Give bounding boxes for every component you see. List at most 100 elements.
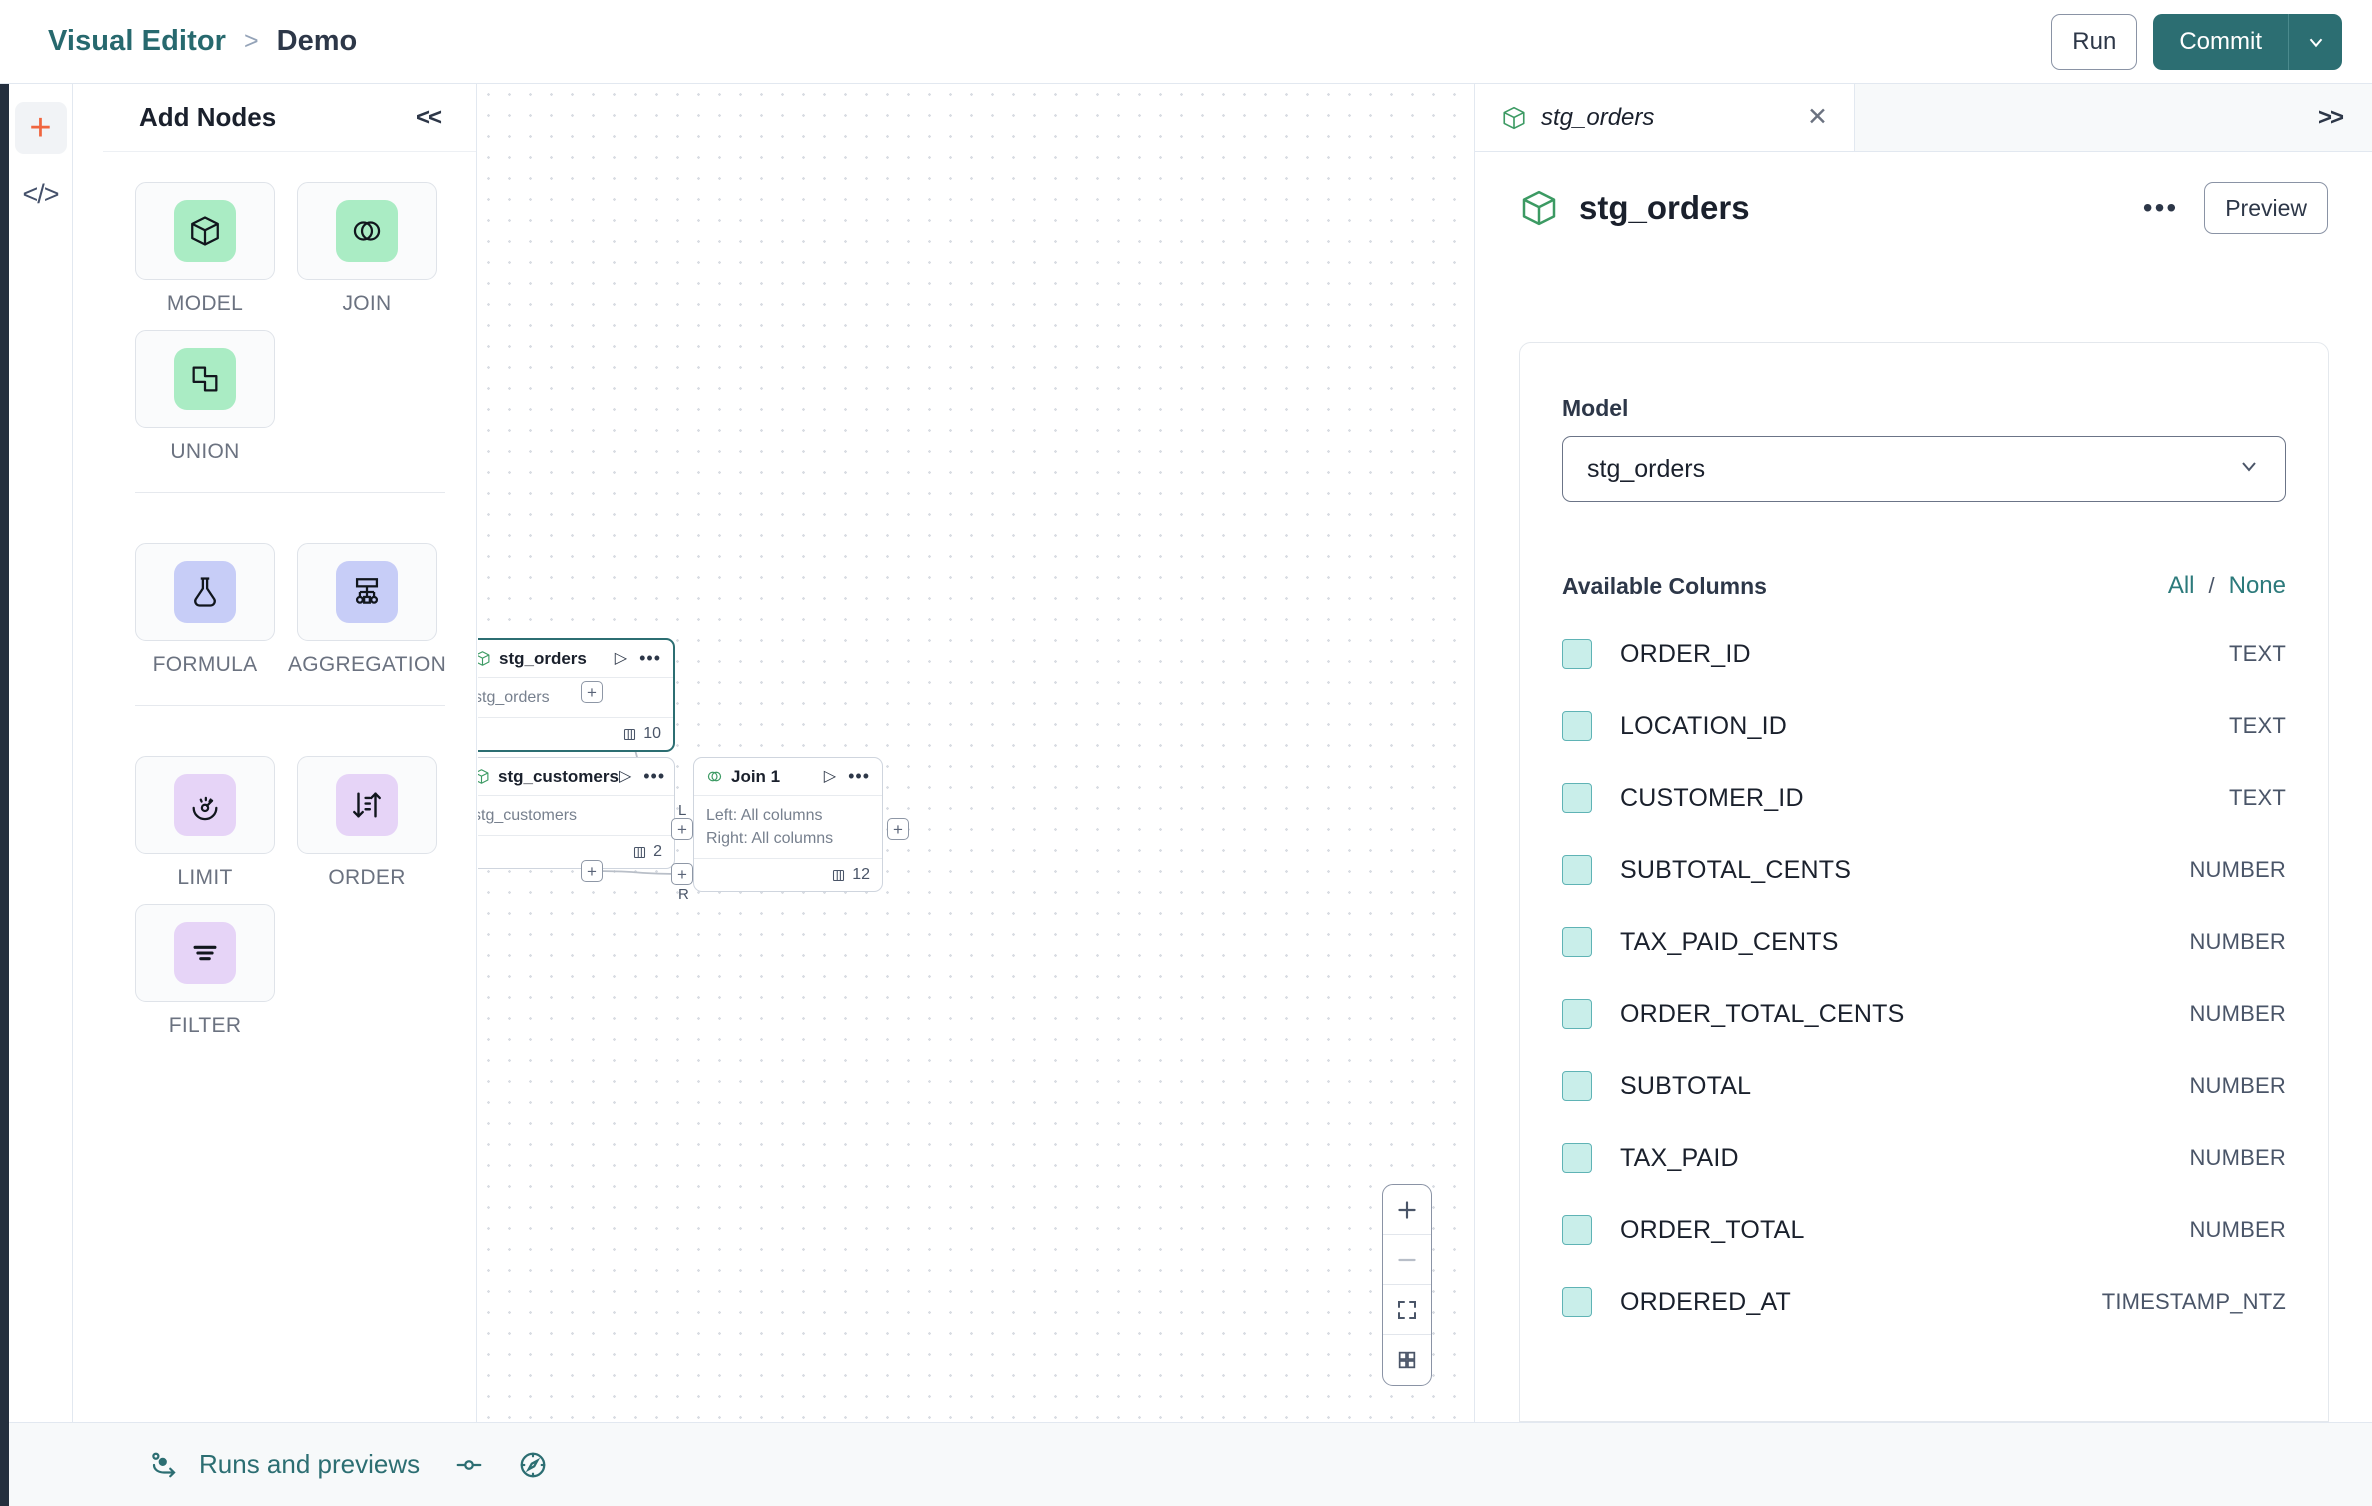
fit-view-button[interactable] (1383, 1285, 1431, 1335)
close-icon[interactable]: ✕ (1807, 103, 1828, 131)
column-row[interactable]: CUSTOMER_ID TEXT (1562, 762, 2286, 834)
commit-button[interactable]: Commit (2153, 13, 2288, 70)
node-menu-icon[interactable]: ••• (643, 766, 666, 787)
zoom-out-button[interactable] (1383, 1235, 1431, 1285)
column-row[interactable]: LOCATION_ID TEXT (1562, 690, 2286, 762)
column-row[interactable]: ORDER_TOTAL_CENTS NUMBER (1562, 978, 2286, 1050)
select-none-link[interactable]: None (2228, 572, 2286, 599)
node-option-join[interactable]: JOIN (297, 182, 437, 316)
input-handle-join-left[interactable]: + (671, 818, 693, 840)
add-nodes-title: Add Nodes (139, 102, 277, 132)
canvas-node-column-count: 10 (643, 725, 661, 743)
collapse-panel-icon[interactable]: << (415, 103, 442, 131)
output-handle-stg-orders[interactable]: + (581, 681, 603, 703)
node-tile-limit[interactable] (135, 756, 275, 854)
code-view-button[interactable]: </> (15, 168, 67, 220)
canvas-node-body: Left: All columns Right: All columns (694, 796, 882, 860)
run-node-icon[interactable]: ▷ (618, 767, 632, 785)
node-option-formula[interactable]: FORMULA (135, 543, 275, 677)
flow-canvas[interactable]: stg_orders ▷ ••• stg_orders 10 + stg_cus… (478, 84, 1474, 1422)
runs-and-previews-button[interactable]: Runs and previews (149, 1449, 420, 1480)
column-row[interactable]: ORDERED_AT TIMESTAMP_NTZ (1562, 1266, 2286, 1338)
breadcrumb-visual-editor[interactable]: Visual Editor (48, 25, 227, 57)
tab-stg-orders[interactable]: stg_orders ✕ (1475, 84, 1855, 151)
node-menu-icon[interactable]: ••• (639, 648, 661, 669)
node-option-union[interactable]: UNION (135, 330, 275, 464)
run-button[interactable]: Run (2051, 13, 2138, 70)
slider-toggle-icon[interactable] (454, 1450, 484, 1480)
breadcrumb: Visual Editor > Demo (48, 25, 357, 58)
canvas-node-stg-orders[interactable]: stg_orders ▷ ••• stg_orders 10 (478, 638, 675, 753)
node-tile-model[interactable] (135, 182, 275, 280)
column-row[interactable]: ORDER_ID TEXT (1562, 618, 2286, 690)
column-type: TIMESTAMP_NTZ (2101, 1289, 2286, 1314)
commit-dropdown-chevron-down-icon[interactable] (2288, 13, 2342, 70)
node-option-aggregation[interactable]: AGGREGATION (288, 543, 446, 677)
column-row[interactable]: SUBTOTAL_CENTS NUMBER (1562, 834, 2286, 906)
add-nodes-header: Add Nodes << (103, 84, 476, 152)
canvas-node-title: stg_customers (498, 766, 619, 786)
output-handle-join-1[interactable]: + (887, 818, 909, 840)
column-checkbox[interactable] (1562, 639, 1592, 669)
union-icon (174, 348, 236, 410)
compass-icon[interactable] (518, 1450, 548, 1480)
column-type: NUMBER (2189, 1145, 2286, 1170)
node-option-order[interactable]: ORDER (297, 756, 437, 890)
model-select[interactable]: stg_orders (1562, 436, 2286, 502)
column-type: NUMBER (2189, 857, 2286, 882)
column-checkbox[interactable] (1562, 927, 1592, 957)
column-type: TEXT (2228, 713, 2286, 738)
zoom-in-button[interactable] (1383, 1185, 1431, 1235)
run-node-icon[interactable]: ▷ (823, 767, 837, 785)
canvas-node-tools: ▷ ••• (614, 648, 661, 669)
column-checkbox[interactable] (1562, 999, 1592, 1029)
node-group-refine: LIMIT ORDER FILTER (103, 726, 476, 1052)
node-tile-join[interactable] (297, 182, 437, 280)
node-option-model[interactable]: MODEL (135, 182, 275, 316)
preview-button[interactable]: Preview (2204, 182, 2328, 234)
node-label-join: JOIN (342, 292, 392, 315)
details-menu-icon[interactable]: ••• (2142, 192, 2179, 224)
expand-panel-icon[interactable]: >> (2317, 103, 2344, 131)
column-row[interactable]: TAX_PAID_CENTS NUMBER (1562, 906, 2286, 978)
column-checkbox[interactable] (1562, 1215, 1592, 1245)
cube-icon (478, 651, 490, 666)
node-label-aggregation: AGGREGATION (287, 653, 447, 676)
column-row[interactable]: TAX_PAID NUMBER (1562, 1122, 2286, 1194)
node-menu-icon[interactable]: ••• (848, 766, 870, 787)
column-checkbox[interactable] (1562, 711, 1592, 741)
node-tile-formula[interactable] (135, 543, 275, 641)
breadcrumb-demo[interactable]: Demo (276, 25, 358, 57)
add-node-button[interactable]: + (14, 102, 67, 154)
column-checkbox[interactable] (1562, 1287, 1592, 1317)
node-label-model: MODEL (166, 292, 244, 315)
tab-bar-filler: >> (1855, 84, 2372, 151)
select-all-link[interactable]: All (2167, 572, 2195, 599)
column-row[interactable]: SUBTOTAL NUMBER (1562, 1050, 2286, 1122)
node-option-limit[interactable]: LIMIT (135, 756, 275, 890)
column-checkbox[interactable] (1562, 855, 1592, 885)
run-node-icon[interactable]: ▷ (614, 649, 628, 667)
grid-icon (1398, 1351, 1416, 1369)
column-row[interactable]: ORDER_TOTAL NUMBER (1562, 1194, 2286, 1266)
node-tile-aggregation[interactable] (297, 543, 437, 641)
column-checkbox[interactable] (1562, 1143, 1592, 1173)
toggle-minimap-button[interactable] (1383, 1335, 1431, 1385)
join-left-input-label: L (678, 802, 687, 819)
cube-icon (1522, 190, 1556, 226)
canvas-node-footer: 12 (694, 859, 882, 891)
input-handle-join-right[interactable]: + (671, 863, 693, 885)
aggregation-icon (336, 561, 398, 623)
node-tile-filter[interactable] (135, 904, 275, 1002)
top-bar: Visual Editor > Demo Run Commit (0, 0, 2372, 84)
canvas-node-stg-customers[interactable]: stg_customers ▷ ••• stg_customers 2 (478, 757, 675, 870)
node-tile-union[interactable] (135, 330, 275, 428)
column-name: CUSTOMER_ID (1620, 783, 1804, 812)
canvas-node-join-1[interactable]: Join 1 ▷ ••• Left: All columns Right: Al… (693, 757, 883, 893)
column-checkbox[interactable] (1562, 783, 1592, 813)
plus-icon: + (29, 107, 52, 149)
node-option-filter[interactable]: FILTER (135, 904, 275, 1038)
column-checkbox[interactable] (1562, 1071, 1592, 1101)
output-handle-stg-customers[interactable]: + (581, 860, 603, 882)
node-tile-order[interactable] (297, 756, 437, 854)
